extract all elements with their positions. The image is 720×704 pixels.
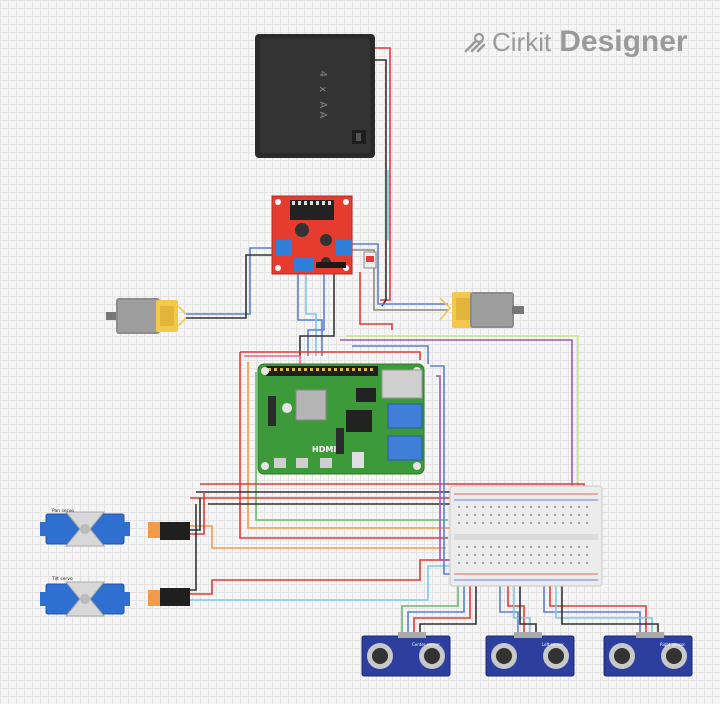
battery-label: 4 x AA [317,71,328,122]
wire-harness-3[interactable] [340,339,573,488]
breadboard[interactable] [449,485,603,587]
pan-servo[interactable]: Pan servo [40,508,190,547]
wire-motor-left-2[interactable] [186,254,276,319]
wire-pi-left-3[interactable] [255,372,448,521]
left-sensor[interactable]: Left sensor [485,632,575,677]
wire-motor-right-2[interactable] [352,249,448,311]
brand-name: Cirkit [492,26,552,57]
raspberry-pi-board[interactable]: HDMI [257,363,425,475]
dc-motor-left[interactable] [106,298,178,334]
wire-motor-left-3[interactable] [177,305,187,327]
wire-motor-right-1[interactable] [352,243,448,305]
wire-driver-pi-1[interactable] [297,272,323,356]
wire-driver-pi-3[interactable] [307,272,325,356]
wire-motor-right-3[interactable] [439,297,452,321]
wire-pi-left-2[interactable] [247,362,452,529]
cirkit-logo-icon [464,32,486,53]
pi-hdmi-label: HDMI [312,445,336,454]
dc-motor-right[interactable] [452,292,524,328]
wires [177,47,659,636]
center-sensor[interactable]: Center sensor [361,632,451,677]
wire-pan-servo-3[interactable] [190,498,201,531]
wire-tilt-servo-1[interactable] [190,559,452,595]
wire-battery-black[interactable] [374,59,387,307]
wire-pan-servo-1[interactable] [190,525,446,549]
wire-driver-pi-4[interactable] [299,272,335,356]
wire-harness-2[interactable] [244,355,301,364]
wire-tilt-servo-3[interactable] [190,504,197,591]
left-sensor-label: Left sensor [542,642,564,647]
tilt-servo-label: Tilt servo [51,576,73,582]
brand-logo: Cirkit Designer [462,24,688,60]
wire-motor-left-1[interactable] [186,247,276,315]
pan-servo-label: Pan servo [52,508,74,514]
wire-harness-1[interactable] [240,351,421,360]
power-switch[interactable] [363,251,377,269]
wire-driver-pi-2[interactable] [305,272,317,356]
wire-driver-pi-5[interactable] [359,272,393,330]
wire-harness-5[interactable] [352,345,429,364]
brand-product: Designer [559,25,688,58]
tilt-servo[interactable]: Tilt servo [40,576,190,617]
wire-pan-servo-2[interactable] [190,492,205,535]
center-sensor-label: Center sensor [412,642,440,647]
wire-tilt-servo-2[interactable] [190,565,456,601]
motor-driver-board[interactable] [271,195,353,275]
wire-pi-left-1[interactable] [239,352,448,539]
wire-harness-4[interactable] [346,335,579,490]
right-sensor[interactable]: Right sensor [603,632,693,677]
right-sensor-label: Right sensor [660,642,685,647]
battery-pack[interactable]: 4 x AA [255,34,375,158]
